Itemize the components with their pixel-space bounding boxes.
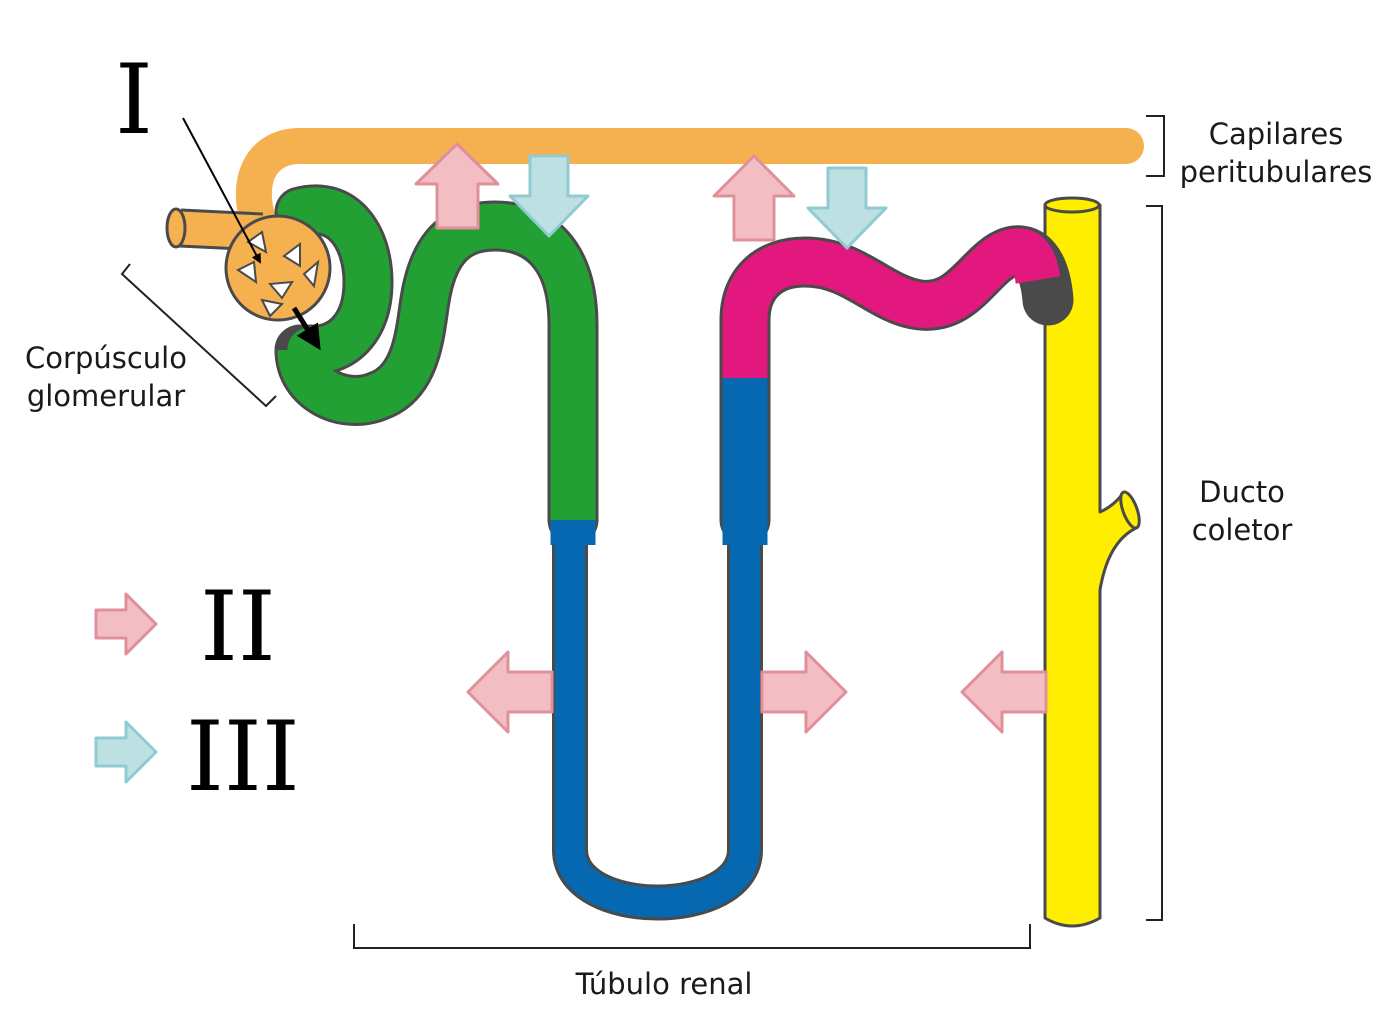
glomerulus (224, 214, 332, 322)
label-roman-1: I (115, 44, 153, 156)
pink-arrow-up-2 (712, 154, 796, 242)
pink-arrow-left-2 (960, 650, 1048, 734)
label-ducto-1: Ducto (1199, 475, 1285, 509)
reabsorption-arrows (508, 154, 888, 250)
label-I-pointer (182, 117, 261, 264)
collecting-duct (1043, 196, 1141, 928)
tubulo-bracket (353, 924, 1031, 949)
pink-arrow-right-1 (760, 650, 848, 734)
legend (94, 592, 158, 784)
label-roman-2: II (200, 571, 276, 683)
label-roman-3: III (186, 701, 300, 813)
label-ducto-2: coletor (1192, 513, 1293, 547)
label-capilares-1: Capilares (1209, 117, 1344, 151)
loop-of-henle (550, 378, 768, 918)
brackets (120, 115, 1165, 949)
label-tubulo: Túbulo renal (575, 967, 753, 1001)
pink-arrow-up-1 (414, 142, 500, 230)
legend-cyan-arrow (94, 720, 158, 784)
ducto-bracket (1146, 205, 1163, 921)
proximal-tubule (277, 187, 596, 520)
cyan-arrow-down-1 (508, 154, 590, 238)
corpusculo-bracket (120, 263, 277, 408)
secretion-arrows (414, 142, 1048, 734)
label-capilares-2: peritubulares (1180, 155, 1373, 189)
legend-pink-arrow (94, 592, 158, 656)
filtrate-arrow (291, 306, 321, 351)
cyan-arrow-down-2 (806, 166, 888, 250)
distal-tubule (722, 228, 1061, 378)
capilares-bracket (1146, 115, 1165, 177)
label-corpusculo-1: Corpúsculo (25, 341, 187, 375)
pink-arrow-left-1 (466, 650, 554, 734)
label-corpusculo-2: glomerular (27, 379, 185, 413)
